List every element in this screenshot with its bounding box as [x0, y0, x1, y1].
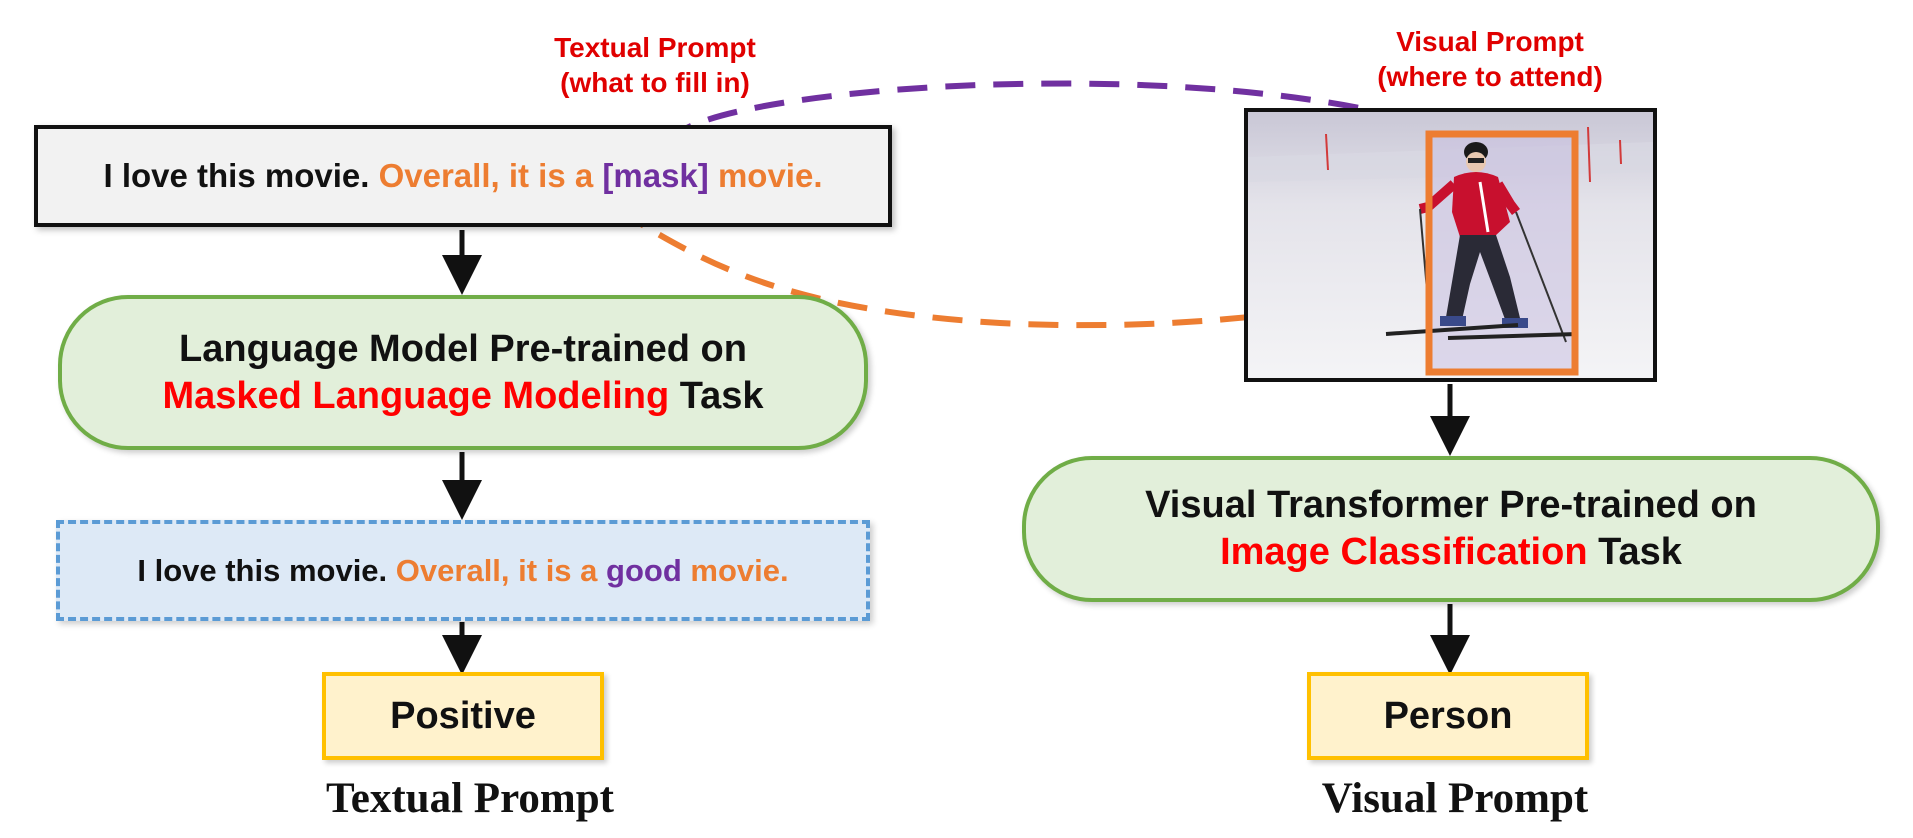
visual-transformer-box: Visual Transformer Pre-trained on Image …: [1022, 456, 1880, 602]
positive-label-box: Positive: [322, 672, 604, 760]
filled-sentence-box: I love this movie. Overall, it is a good…: [56, 520, 870, 621]
input-prompt-start: Overall, it is a: [378, 157, 594, 194]
visual-prompt-caption: Visual Prompt: [1321, 775, 1589, 822]
textual-prompt-caption: Textual Prompt: [326, 775, 614, 822]
skier-illustration: [1248, 112, 1653, 378]
skier-figure: [1385, 142, 1579, 343]
filled-prompt-end: movie.: [690, 552, 789, 588]
red-pole: [1587, 126, 1591, 183]
vt-task-highlight: Image Classification: [1220, 531, 1588, 573]
lm-task-highlight: Masked Language Modeling: [162, 374, 670, 417]
input-plain-text: I love this movie.: [103, 157, 370, 194]
lm-line1: Language Model Pre-trained on: [179, 327, 747, 370]
lm-task-suffix: Task: [679, 374, 764, 417]
lm-line2: Masked Language Modeling Task: [162, 373, 763, 420]
mask-token: [mask]: [602, 157, 709, 194]
input-sentence-box: I love this movie. Overall, it is a [mas…: [34, 125, 892, 227]
language-model-box: Language Model Pre-trained on Masked Lan…: [58, 295, 868, 450]
person-label-box: Person: [1307, 672, 1589, 760]
filled-prompt-start: Overall, it is a: [395, 552, 598, 588]
person-bounding-box: [1425, 130, 1579, 376]
textual-prompt-annotation: Textual Prompt (what to fill in): [554, 32, 756, 98]
filled-plain-text: I love this movie.: [137, 552, 388, 588]
vt-line1: Visual Transformer Pre-trained on: [1145, 484, 1757, 526]
visual-prompt-annotation: Visual Prompt (where to attend): [1377, 26, 1603, 92]
input-sentence-text: I love this movie. Overall, it is a [mas…: [104, 157, 823, 195]
positive-label: Positive: [390, 694, 536, 737]
input-prompt-end: movie.: [717, 157, 823, 194]
vt-line2: Image Classification Task: [1220, 529, 1682, 576]
red-pole: [1619, 139, 1622, 165]
red-pole: [1325, 133, 1329, 171]
person-label: Person: [1383, 694, 1513, 737]
answer-token: good: [606, 552, 682, 588]
vt-task-suffix: Task: [1598, 531, 1682, 573]
filled-sentence-text: I love this movie. Overall, it is a good…: [137, 553, 788, 589]
skier-image: [1244, 108, 1657, 382]
